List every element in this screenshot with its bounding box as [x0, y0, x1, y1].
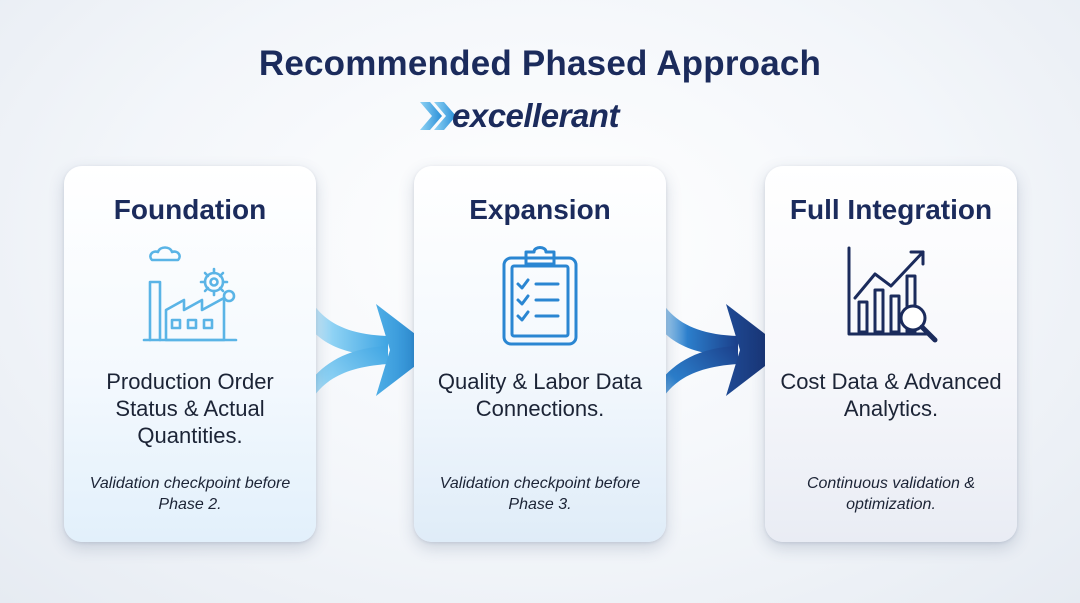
- phase-title: Foundation: [113, 194, 267, 225]
- phase-card-full-integration: Full Integration Cost Data & Advanced An…: [765, 166, 1017, 542]
- phase-card-expansion: Expansion Quality & Labor Data Connectio…: [414, 166, 666, 542]
- phase-title: Expansion: [469, 194, 611, 225]
- double-chevron-logo-icon: [420, 102, 456, 130]
- bar-chart-magnifier-icon: [847, 246, 938, 343]
- arrow-right-icon: [646, 256, 786, 448]
- logo-wordmark: excellerant: [452, 97, 619, 134]
- clipboard-checklist-icon: [502, 246, 578, 346]
- page-title: Recommended Phased Approach: [258, 44, 822, 83]
- phase-note: Continuous validation & optimization.: [806, 475, 976, 513]
- phase-card-foundation: Foundation Production Order Status & Act…: [64, 166, 316, 542]
- phase-description: Production Order Status & Actual Quantit…: [106, 369, 274, 448]
- phase-title: Full Integration: [789, 194, 993, 225]
- phase-note: Validation checkpoint before Phase 2.: [89, 475, 291, 513]
- arrow-right-icon: [296, 256, 436, 448]
- factory-icon: [142, 246, 238, 342]
- phase-description: Cost Data & Advanced Analytics.: [780, 369, 1002, 421]
- brand-logo: excellerant: [418, 96, 668, 136]
- phase-description: Quality & Labor Data Connections.: [437, 369, 643, 421]
- phase-note: Validation checkpoint before Phase 3.: [439, 475, 641, 513]
